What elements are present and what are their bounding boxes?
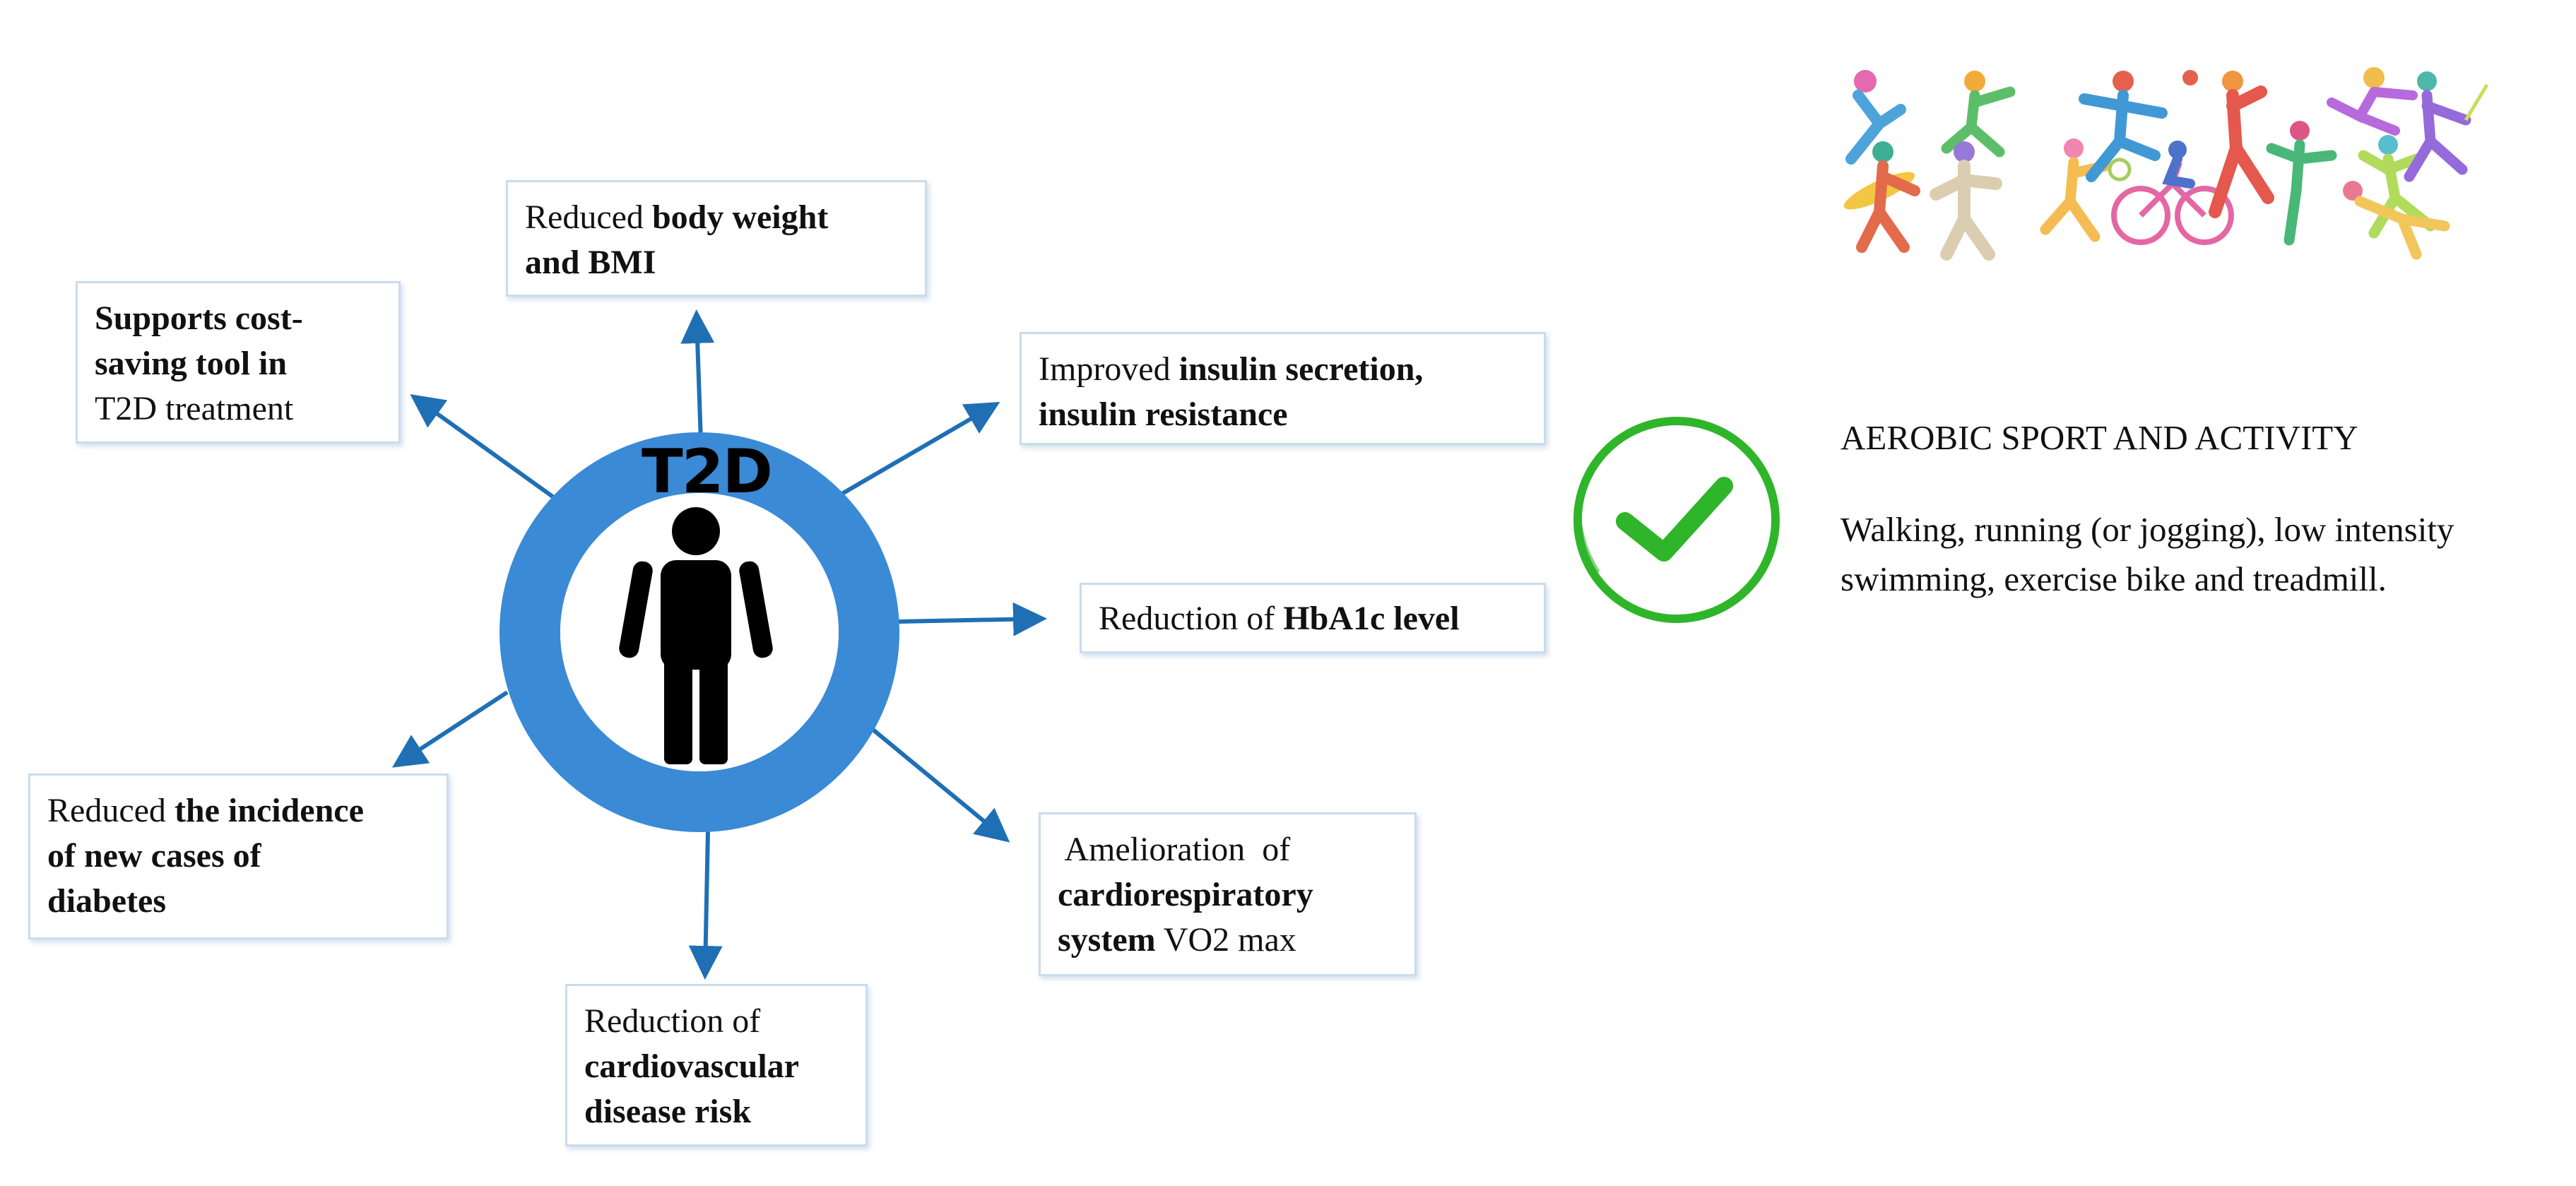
benefit-box-incidence: Reduced the incidence of new cases of di… — [28, 773, 449, 939]
benefit-line: insulin resistance — [1039, 392, 1527, 437]
text-regular: T2D treatment — [95, 390, 294, 427]
benefit-line: Amelioration of — [1058, 827, 1398, 872]
text-bold: Supports cost- — [95, 300, 303, 337]
text-bold: insulin secretion, — [1178, 350, 1424, 388]
arrow-hba1c — [895, 602, 1047, 636]
person-icon — [619, 507, 773, 764]
text-bold: diabetes — [47, 882, 166, 920]
arrow-insulin — [839, 401, 1000, 497]
benefit-line: saving tool in — [95, 341, 382, 386]
text-bold: saving tool in — [95, 345, 288, 382]
benefit-line: cardiovascular — [584, 1044, 849, 1089]
text-regular: Improved — [1039, 350, 1179, 388]
benefit-line: T2D treatment — [95, 386, 382, 432]
benefit-line: cardiorespiratory — [1058, 872, 1398, 918]
benefit-line: Reduced the incidence — [47, 788, 430, 834]
benefit-line: Improved insulin secretion, — [1039, 347, 1527, 392]
arrows — [391, 309, 1047, 980]
benefit-line: of new cases of — [47, 834, 430, 879]
benefit-line: and BMI — [525, 240, 908, 285]
text-regular: VO2 max — [1155, 921, 1296, 959]
benefit-line: diabetes — [47, 879, 430, 924]
benefit-box-hba1c: Reduction of HbA1c level — [1080, 583, 1546, 653]
benefit-box-vo2: Amelioration of cardiorespiratory system… — [1039, 812, 1417, 976]
aerobic-title: AEROBIC SPORT AND ACTIVITY — [1841, 418, 2358, 457]
benefit-line: disease risk — [584, 1089, 849, 1134]
text-bold: disease risk — [584, 1093, 752, 1130]
text-bold: HbA1c level — [1283, 600, 1460, 637]
arrow-body-weight — [680, 309, 715, 442]
text-regular: Amelioration of — [1058, 831, 1291, 868]
text-bold: system — [1058, 921, 1156, 959]
check-circle-icon — [1573, 417, 1780, 623]
text-bold: the incidence — [174, 792, 364, 829]
text-regular: Reduction of — [584, 1002, 761, 1040]
benefit-box-insulin: Improved insulin secretion, insulin resi… — [1020, 332, 1546, 445]
text-regular: Reduced — [525, 198, 652, 236]
text-bold: cardiorespiratory — [1058, 876, 1313, 913]
benefit-line: system VO2 max — [1058, 918, 1398, 963]
benefit-box-cardio: Reduction of cardiovascular disease risk — [565, 984, 868, 1146]
text-bold: cardiovascular — [584, 1048, 799, 1085]
benefit-line: Reduction of HbA1c level — [1099, 596, 1527, 641]
t2d-label: T2D — [642, 437, 773, 507]
aerobic-description: AEROBIC SPORT AND ACTIVITY Walking, runn… — [1841, 413, 2568, 604]
arrow-vo2 — [869, 725, 1010, 843]
benefit-box-cost-saving: Supports cost- saving tool in T2D treatm… — [76, 281, 401, 444]
text-bold: body weight — [651, 198, 829, 236]
benefit-box-body-weight: Reduced body weight and BMI — [506, 180, 927, 297]
benefit-line: Supports cost- — [95, 296, 382, 341]
sports-illustration — [1843, 67, 2489, 261]
text-regular: Reduction of — [1099, 600, 1284, 637]
text-bold: of new cases of — [47, 837, 261, 874]
arrow-cardio — [688, 829, 723, 980]
arrow-incidence — [391, 690, 509, 768]
aerobic-line-2: swimming, exercise bike and treadmill. — [1841, 559, 2387, 598]
aerobic-line-1: Walking, running (or jogging), low inten… — [1841, 510, 2454, 549]
benefit-line: Reduced body weight — [525, 195, 908, 240]
text-regular: Reduced — [47, 792, 175, 829]
text-bold: insulin resistance — [1039, 396, 1288, 433]
text-bold: and BMI — [525, 244, 656, 281]
benefit-line: Reduction of — [584, 999, 849, 1044]
t2d-ring — [500, 432, 899, 832]
arrow-cost-saving — [410, 394, 556, 500]
